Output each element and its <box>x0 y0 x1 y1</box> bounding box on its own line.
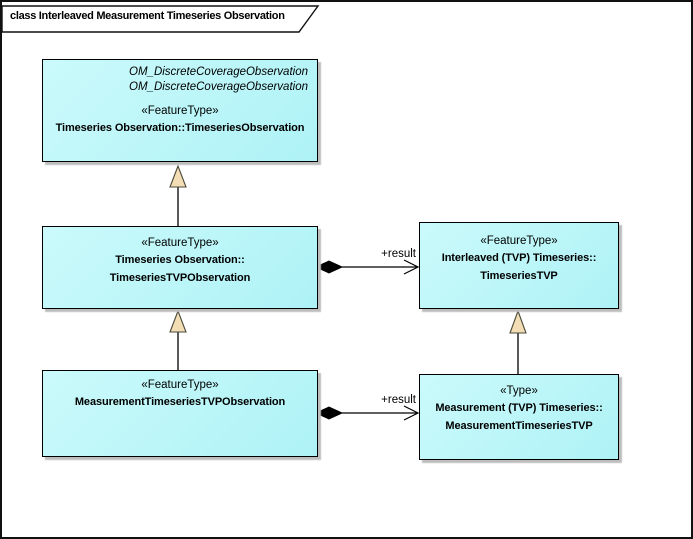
generalization-connector-1[interactable] <box>169 164 187 226</box>
open-arrowhead-icon <box>403 259 420 275</box>
generalization-connector-2[interactable] <box>169 309 187 370</box>
generalization-triangle-icon <box>169 164 187 188</box>
parent-class-list: OM_DiscreteCoverageObservation OM_Discre… <box>43 60 317 95</box>
connector-role-label-result-bottom[interactable]: +result <box>381 394 416 406</box>
class-name: Timeseries Observation::TimeseriesObserv… <box>55 122 305 134</box>
generalization-connector-3[interactable] <box>509 309 527 374</box>
class-name: MeasurementTimeseriesTVP <box>445 419 593 432</box>
composition-connector-result-bottom[interactable] <box>314 405 420 421</box>
class-name: TimeseriesTVP <box>480 269 558 282</box>
stereotype-label: «FeatureType» <box>141 105 219 117</box>
connector-role-label-result-mid[interactable]: +result <box>381 248 416 260</box>
class-box-measurement-timeseries-tvp[interactable]: «Type» Measurement (TVP) Timeseries:: Me… <box>419 374 619 460</box>
stereotype-label: «Type» <box>500 385 538 397</box>
open-arrowhead-icon <box>403 405 420 421</box>
composition-diamond-icon <box>314 260 344 274</box>
diagram-title: class Interleaved Measurement Timeseries… <box>10 10 285 22</box>
generalization-triangle-icon <box>169 309 187 333</box>
class-name: TimeseriesTVPObservation <box>109 271 251 284</box>
stereotype-label: «FeatureType» <box>141 237 219 249</box>
class-name: Measurement (TVP) Timeseries:: <box>435 402 603 414</box>
class-box-timeseries-tvp-observation[interactable]: «FeatureType» Timeseries Observation:: T… <box>42 226 318 309</box>
composition-connector-result-mid[interactable] <box>314 259 420 275</box>
class-box-timeseries-observation[interactable]: OM_DiscreteCoverageObservation OM_Discre… <box>42 59 318 162</box>
parent-class-name: OM_DiscreteCoverageObservation <box>129 81 308 93</box>
stereotype-label: «FeatureType» <box>480 235 558 247</box>
class-name: MeasurementTimeseriesTVPObservation <box>74 396 286 408</box>
parent-class-name: OM_DiscreteCoverageObservation <box>129 66 308 78</box>
class-box-measurement-timeseries-tvp-observation[interactable]: «FeatureType» MeasurementTimeseriesTVPOb… <box>42 370 318 457</box>
stereotype-label: «FeatureType» <box>141 379 219 391</box>
composition-diamond-icon <box>314 406 344 420</box>
frame-title-tab <box>2 5 320 33</box>
class-name: Interleaved (TVP) Timeseries:: <box>441 252 597 264</box>
class-box-timeseries-tvp[interactable]: «FeatureType» Interleaved (TVP) Timeseri… <box>419 222 619 309</box>
generalization-triangle-icon <box>509 309 527 334</box>
class-name: Timeseries Observation:: <box>115 254 245 266</box>
